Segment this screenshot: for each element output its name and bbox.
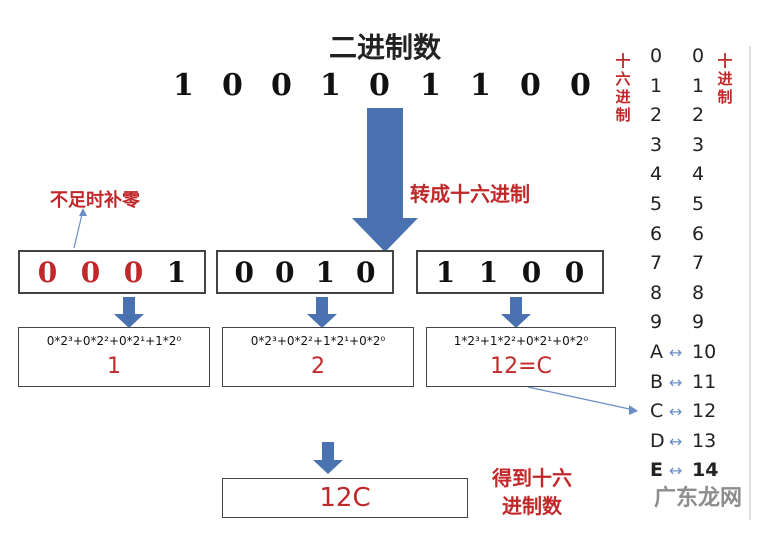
binary-digit: 0 bbox=[520, 68, 541, 103]
dec-column: 0 1 2 3 4 5 6 7 8 9 10 11 12 13 14 bbox=[692, 42, 718, 486]
double-arrow-icon: ↔ bbox=[669, 342, 683, 362]
down-arrow bbox=[114, 297, 144, 328]
hex-value: 9 bbox=[650, 311, 663, 334]
nibble-box: 1 1 0 0 bbox=[416, 250, 604, 294]
binary-digit: 0 bbox=[570, 68, 591, 103]
nibble-digit: 1 bbox=[166, 255, 187, 289]
dec-vertical-label: 十进制 bbox=[717, 52, 733, 106]
binary-digit: 1 bbox=[470, 68, 491, 103]
nibble-digit: 0 bbox=[356, 255, 376, 289]
watermark-logo: 广东龙网 bbox=[653, 486, 742, 511]
dec-value: 12 bbox=[692, 400, 717, 423]
binary-digit: 1 bbox=[320, 68, 341, 103]
binary-digit: 1 bbox=[173, 68, 194, 103]
calc-result: 1 bbox=[107, 354, 121, 379]
calc-formula: 0*2³+0*2²+0*2¹+1*2⁰ bbox=[46, 334, 182, 348]
hex-value: C bbox=[650, 400, 664, 423]
hex-value: 3 bbox=[650, 133, 663, 156]
final-label-line2: 进制数 bbox=[502, 494, 562, 518]
convert-label: 转成十六进制 bbox=[410, 182, 530, 206]
double-arrow-icon: ↔ bbox=[669, 431, 683, 451]
hex-value: B bbox=[650, 370, 664, 393]
hex-column: 0 1 2 3 4 5 6 7 8 9 A B C D E bbox=[650, 42, 665, 486]
down-arrow bbox=[313, 442, 343, 474]
hex-vertical-label: 十六进制 bbox=[615, 52, 631, 124]
dec-value: 1 bbox=[692, 74, 705, 97]
pad-pointer-line bbox=[73, 209, 84, 249]
nibble-digit: 0 bbox=[564, 255, 585, 289]
dec-value: 3 bbox=[692, 133, 705, 156]
dec-value: 10 bbox=[692, 340, 717, 363]
final-label-line1: 得到十六 bbox=[492, 466, 572, 490]
nibble-digit: 0 bbox=[521, 255, 542, 289]
calc-result: 2 bbox=[311, 354, 325, 379]
nibble-digit: 1 bbox=[478, 255, 499, 289]
calc-result: 12=C bbox=[490, 354, 552, 379]
hex-value: 8 bbox=[650, 281, 663, 304]
double-arrow-icon: ↔ bbox=[669, 461, 683, 481]
calc-formula: 0*2³+0*2²+1*2¹+0*2⁰ bbox=[250, 334, 386, 348]
nibble-digit: 1 bbox=[315, 255, 335, 289]
c-pointer-line bbox=[527, 386, 635, 411]
hex-value: 0 bbox=[650, 45, 663, 67]
calc-box: 0*2³+0*2²+1*2¹+0*2⁰ 2 bbox=[222, 327, 414, 387]
diagram-title: 二进制数 bbox=[328, 31, 441, 64]
dec-value: 7 bbox=[692, 252, 705, 275]
hex-value: 7 bbox=[650, 252, 663, 275]
dec-value: 6 bbox=[692, 222, 705, 245]
hex-value: 1 bbox=[650, 74, 663, 97]
hex-value: 4 bbox=[650, 163, 663, 186]
dec-value: 8 bbox=[692, 281, 705, 304]
dec-value: 4 bbox=[692, 163, 705, 186]
binary-digit: 0 bbox=[222, 68, 243, 103]
double-arrow-icon: ↔ bbox=[669, 372, 683, 392]
hex-value: 5 bbox=[650, 192, 663, 215]
hex-value: D bbox=[650, 429, 665, 452]
nibble-digit: 0 bbox=[80, 255, 101, 289]
hex-value: A bbox=[650, 340, 663, 363]
dec-value: 14 bbox=[692, 459, 719, 482]
nibble-digit: 0 bbox=[37, 255, 58, 289]
hex-value: 2 bbox=[650, 104, 663, 127]
final-result-box: 12C bbox=[222, 478, 468, 518]
nibble-digit: 0 bbox=[234, 255, 254, 289]
hex-value: 6 bbox=[650, 222, 663, 245]
double-arrow-icon: ↔ bbox=[669, 402, 683, 422]
pad-zero-label: 不足时补零 bbox=[50, 190, 140, 211]
arrow-column: ↔ ↔ ↔ ↔ ↔ bbox=[669, 42, 682, 486]
dec-value: 5 bbox=[692, 192, 705, 215]
big-down-arrow bbox=[352, 108, 418, 252]
nibble-digit: 0 bbox=[275, 255, 295, 289]
binary-digit: 1 bbox=[420, 68, 441, 103]
dec-value: 13 bbox=[692, 429, 717, 452]
nibble-digit: 1 bbox=[435, 255, 456, 289]
calc-box: 0*2³+0*2²+0*2¹+1*2⁰ 1 bbox=[18, 327, 210, 387]
dec-value: 0 bbox=[692, 45, 705, 67]
hex-value: E bbox=[650, 459, 663, 482]
nibble-box: 0 0 0 1 bbox=[18, 250, 206, 294]
binary-digit: 0 bbox=[369, 68, 390, 103]
binary-digit: 0 bbox=[271, 68, 292, 103]
dec-value: 2 bbox=[692, 104, 705, 127]
calc-box: 1*2³+1*2²+0*2¹+0*2⁰ 12=C bbox=[426, 327, 616, 387]
nibble-digit: 0 bbox=[123, 255, 144, 289]
down-arrow bbox=[307, 297, 337, 328]
dec-value: 9 bbox=[692, 311, 705, 334]
nibble-box: 0 0 1 0 bbox=[216, 250, 394, 294]
dec-value: 11 bbox=[692, 370, 717, 393]
down-arrow bbox=[501, 297, 531, 328]
calc-formula: 1*2³+1*2²+0*2¹+0*2⁰ bbox=[453, 334, 589, 348]
